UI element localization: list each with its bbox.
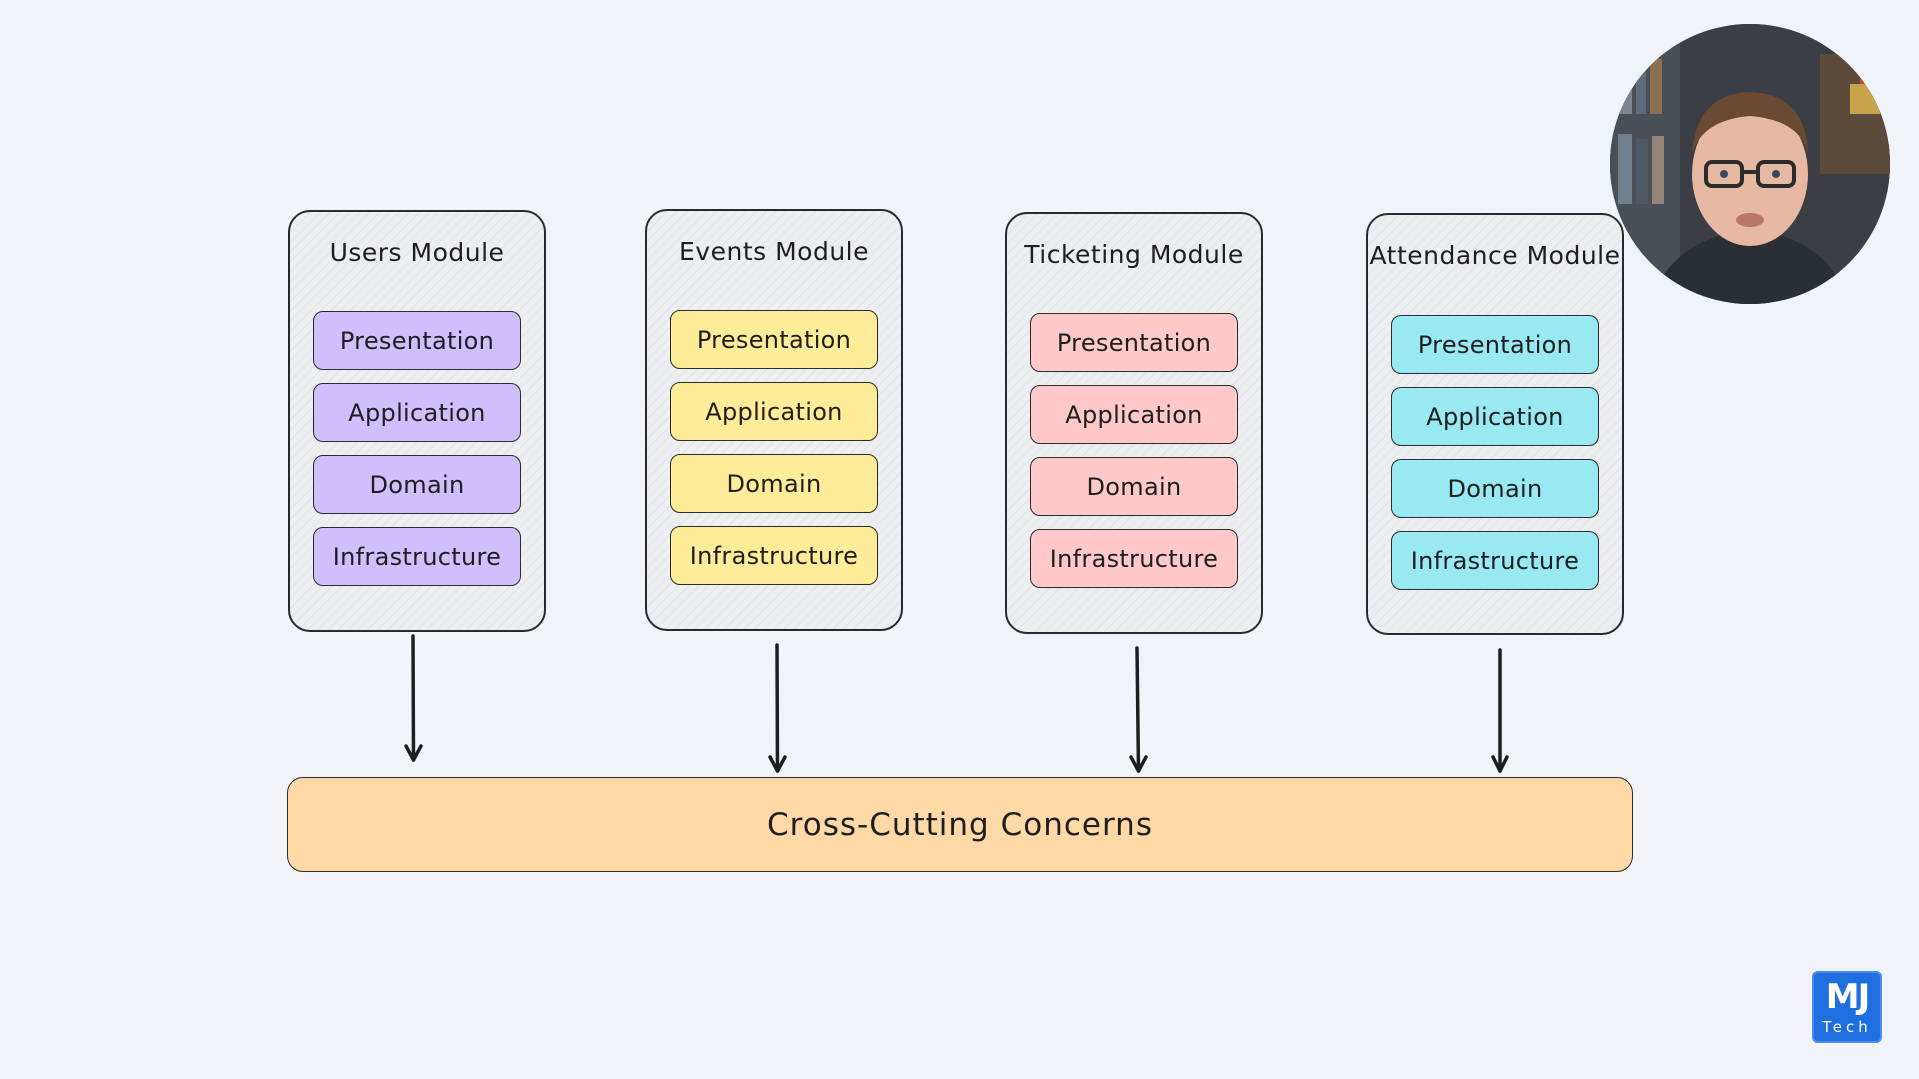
layer-infrastructure: Infrastructure xyxy=(313,527,521,586)
layer-domain: Domain xyxy=(1030,457,1238,516)
cross-cutting-concerns: Cross-Cutting Concerns xyxy=(287,777,1633,872)
arrow-attendance-to-cross-cutting xyxy=(1491,648,1509,773)
layer-application: Application xyxy=(313,383,521,442)
module-events: Events Module Presentation Application D… xyxy=(645,209,903,631)
layer-presentation: Presentation xyxy=(1030,313,1238,372)
logo-sub-text: Tech xyxy=(1822,1018,1872,1036)
module-title: Users Module xyxy=(329,238,505,267)
layer-domain: Domain xyxy=(1391,459,1599,518)
layer-application: Application xyxy=(1391,387,1599,446)
module-ticketing: Ticketing Module Presentation Applicatio… xyxy=(1005,212,1263,634)
module-title: Ticketing Module xyxy=(1024,240,1244,269)
layer-infrastructure: Infrastructure xyxy=(670,526,878,585)
layer-infrastructure: Infrastructure xyxy=(1391,531,1599,590)
module-attendance: Attendance Module Presentation Applicati… xyxy=(1366,213,1624,635)
presenter-avatar-icon xyxy=(1610,24,1890,304)
layer-presentation: Presentation xyxy=(670,310,878,369)
layer-application: Application xyxy=(670,382,878,441)
arrow-events-to-cross-cutting xyxy=(768,643,787,773)
layer-presentation: Presentation xyxy=(1391,315,1599,374)
arrow-users-to-cross-cutting xyxy=(404,634,423,762)
layer-application: Application xyxy=(1030,385,1238,444)
layer-infrastructure: Infrastructure xyxy=(1030,529,1238,588)
module-title: Events Module xyxy=(679,237,869,266)
layer-presentation: Presentation xyxy=(313,311,521,370)
arrow-ticketing-to-cross-cutting xyxy=(1129,646,1148,773)
mj-tech-logo: MJ Tech xyxy=(1812,971,1882,1043)
module-users: Users Module Presentation Application Do… xyxy=(288,210,546,632)
presenter-silhouette-icon xyxy=(1610,24,1890,304)
module-title: Attendance Module xyxy=(1369,241,1621,270)
logo-main-text: MJ xyxy=(1825,977,1870,1017)
layer-domain: Domain xyxy=(313,455,521,514)
layer-domain: Domain xyxy=(670,454,878,513)
